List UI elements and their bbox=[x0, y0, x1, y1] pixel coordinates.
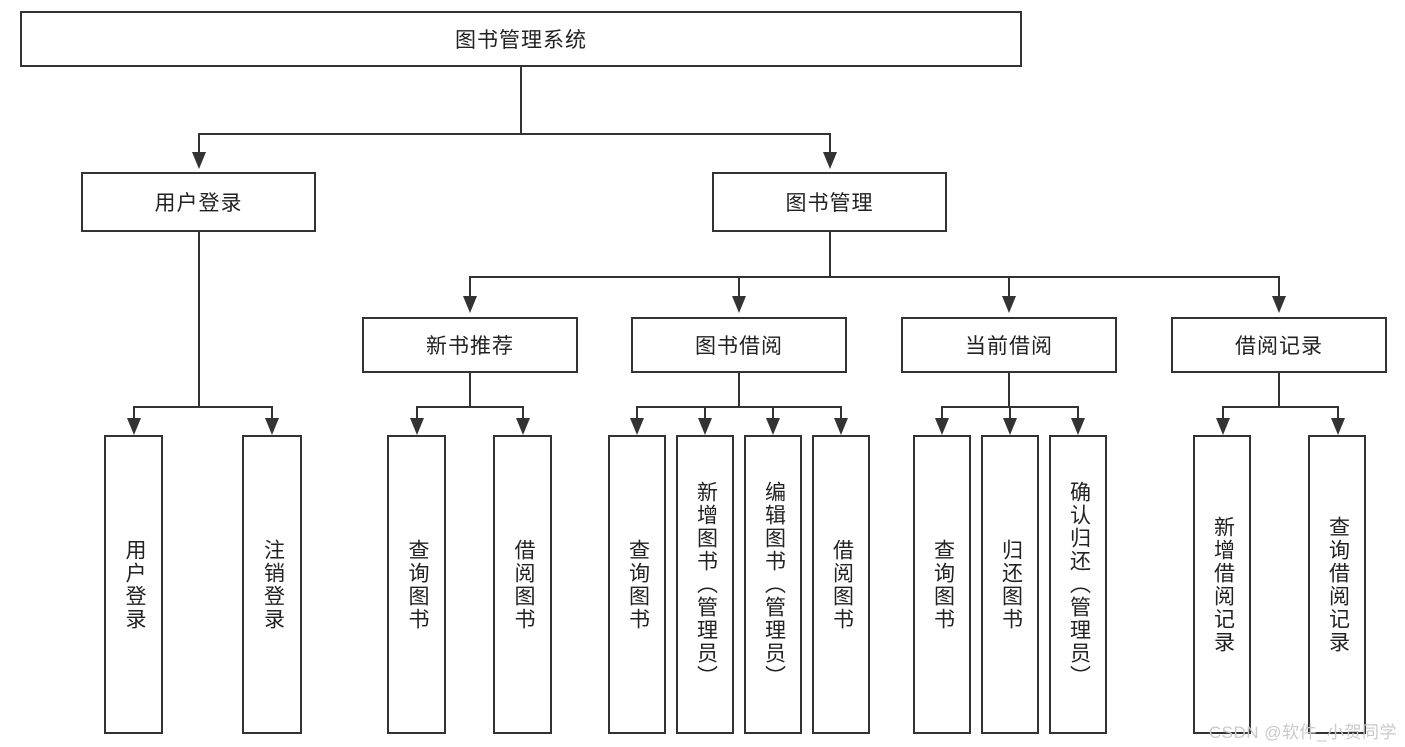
connector-drop-leaf-nbr-2 bbox=[522, 406, 524, 420]
connector-drop-user-login bbox=[198, 133, 200, 155]
connector-drop-leaf-cb-3 bbox=[1077, 406, 1079, 420]
arrowhead-leaf-cb-2 bbox=[1003, 418, 1017, 435]
connector-current-borrow-stem bbox=[1008, 373, 1010, 408]
leaf-label: 新增借阅记录 bbox=[1211, 515, 1235, 654]
node-label: 新书推荐 bbox=[426, 335, 514, 358]
connector-drop-book-borrow bbox=[738, 276, 740, 298]
arrowhead-leaf-cb-1 bbox=[935, 418, 949, 435]
arrowhead-user-login bbox=[192, 152, 206, 169]
leaf-label: 查询借阅记录 bbox=[1326, 515, 1350, 654]
connector-root-bus bbox=[198, 133, 831, 135]
connector-drop-leaf-bb-1 bbox=[636, 406, 638, 420]
leaf-node-return-book[interactable]: 归还图书 bbox=[981, 435, 1039, 734]
node-book-management-system[interactable]: 图书管理系统 bbox=[20, 11, 1022, 67]
arrowhead-borrow-record bbox=[1272, 296, 1286, 313]
node-borrowing-record[interactable]: 借阅记录 bbox=[1171, 317, 1387, 373]
arrowhead-leaf-br-1 bbox=[1216, 418, 1230, 435]
arrowhead-leaf-cb-3 bbox=[1071, 418, 1085, 435]
connector-drop-leaf-cb-1 bbox=[941, 406, 943, 420]
connector-book-manage-stem bbox=[829, 232, 831, 278]
arrowhead-leaf-bb-4 bbox=[834, 418, 848, 435]
arrowhead-book-borrow bbox=[732, 296, 746, 313]
arrowhead-leaf-bb-2 bbox=[698, 418, 712, 435]
connector-user-login-stem bbox=[198, 232, 200, 408]
node-current-borrowing[interactable]: 当前借阅 bbox=[901, 317, 1117, 373]
arrowhead-leaf-bb-1 bbox=[630, 418, 644, 435]
leaf-node-user-login[interactable]: 用户登录 bbox=[104, 435, 163, 734]
connector-book-borrow-bus bbox=[636, 406, 841, 408]
connector-drop-leaf-bb-4 bbox=[840, 406, 842, 420]
connector-drop-borrow-record bbox=[1278, 276, 1280, 298]
leaf-label: 确认归还（管理员） bbox=[1067, 481, 1091, 688]
leaf-label: 借阅图书 bbox=[830, 538, 854, 631]
node-label: 借阅记录 bbox=[1235, 335, 1323, 358]
node-label: 当前借阅 bbox=[965, 335, 1053, 358]
leaf-label: 查询图书 bbox=[626, 538, 650, 631]
arrowhead-leaf-nbr-2 bbox=[516, 418, 530, 435]
connector-drop-leaf-user-login-1 bbox=[133, 406, 135, 420]
node-book-borrowing[interactable]: 图书借阅 bbox=[631, 317, 847, 373]
connector-new-book-rec-stem bbox=[469, 373, 471, 408]
node-book-management[interactable]: 图书管理 bbox=[712, 172, 947, 232]
connector-borrow-record-stem bbox=[1278, 373, 1280, 408]
connector-level2-bus bbox=[469, 276, 1280, 278]
connector-drop-leaf-nbr-1 bbox=[416, 406, 418, 420]
arrowhead-leaf-user-login-2 bbox=[265, 418, 279, 435]
node-new-book-recommendation[interactable]: 新书推荐 bbox=[362, 317, 578, 373]
node-label: 图书管理 bbox=[785, 192, 874, 215]
leaf-label: 用户登录 bbox=[122, 538, 146, 631]
arrowhead-leaf-br-2 bbox=[1331, 418, 1345, 435]
node-label: 用户登录 bbox=[154, 192, 243, 215]
leaf-node-query-book-bb[interactable]: 查询图书 bbox=[608, 435, 666, 734]
connector-book-borrow-stem bbox=[738, 373, 740, 408]
node-label: 图书借阅 bbox=[695, 335, 783, 358]
leaf-node-query-borrow-record[interactable]: 查询借阅记录 bbox=[1308, 435, 1366, 734]
arrowhead-current-borrow bbox=[1002, 296, 1016, 313]
leaf-node-confirm-return-admin[interactable]: 确认归还（管理员） bbox=[1049, 435, 1107, 734]
connector-drop-book-manage bbox=[829, 133, 831, 155]
connector-user-login-bus bbox=[133, 406, 272, 408]
connector-root-stem bbox=[520, 67, 522, 133]
connector-drop-leaf-br-2 bbox=[1337, 406, 1339, 420]
leaf-node-query-book-cb[interactable]: 查询图书 bbox=[913, 435, 971, 734]
leaf-node-borrow-book-nbr[interactable]: 借阅图书 bbox=[493, 435, 552, 734]
leaf-node-query-book-nbr[interactable]: 查询图书 bbox=[387, 435, 446, 734]
connector-drop-leaf-br-1 bbox=[1222, 406, 1224, 420]
leaf-label: 借阅图书 bbox=[511, 538, 535, 631]
connector-drop-new-book-rec bbox=[469, 276, 471, 298]
node-label: 图书管理系统 bbox=[455, 29, 587, 52]
leaf-label: 查询图书 bbox=[931, 538, 955, 631]
arrowhead-leaf-user-login-1 bbox=[127, 418, 141, 435]
arrowhead-leaf-bb-3 bbox=[766, 418, 780, 435]
arrowhead-leaf-nbr-1 bbox=[410, 418, 424, 435]
leaf-label: 注销登录 bbox=[261, 538, 285, 631]
arrowhead-new-book-rec bbox=[463, 296, 477, 313]
connector-drop-leaf-user-login-2 bbox=[271, 406, 273, 420]
csdn-watermark: CSDN @软件_小贺同学 bbox=[1208, 723, 1397, 742]
leaf-node-add-borrow-record[interactable]: 新增借阅记录 bbox=[1193, 435, 1251, 734]
leaf-node-add-book-admin[interactable]: 新增图书（管理员） bbox=[676, 435, 734, 734]
leaf-node-edit-book-admin[interactable]: 编辑图书（管理员） bbox=[744, 435, 802, 734]
leaf-label: 新增图书（管理员） bbox=[694, 481, 718, 688]
leaf-node-logout[interactable]: 注销登录 bbox=[242, 435, 302, 734]
connector-drop-current-borrow bbox=[1008, 276, 1010, 298]
connector-new-book-rec-bus bbox=[416, 406, 523, 408]
connector-borrow-record-bus bbox=[1222, 406, 1339, 408]
leaf-label: 查询图书 bbox=[405, 538, 429, 631]
node-user-login[interactable]: 用户登录 bbox=[81, 172, 316, 232]
arrowhead-book-manage bbox=[823, 152, 837, 169]
connector-drop-leaf-bb-3 bbox=[772, 406, 774, 420]
leaf-label: 编辑图书（管理员） bbox=[762, 481, 786, 688]
connector-drop-leaf-bb-2 bbox=[704, 406, 706, 420]
leaf-node-borrow-book-bb[interactable]: 借阅图书 bbox=[812, 435, 870, 734]
leaf-label: 归还图书 bbox=[999, 538, 1023, 631]
connector-drop-leaf-cb-2 bbox=[1009, 406, 1011, 420]
